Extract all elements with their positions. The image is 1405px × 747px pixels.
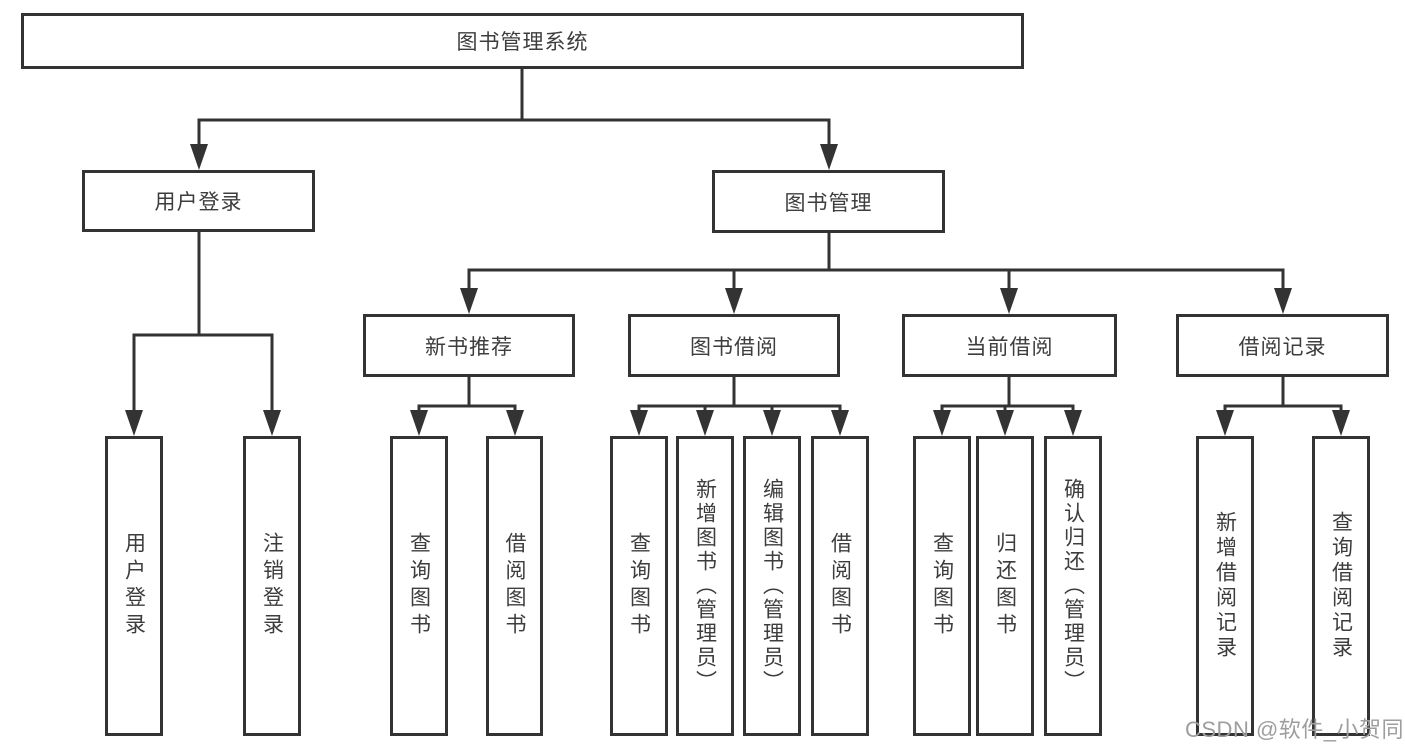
node-label: 确认归还（管理员） — [1061, 478, 1085, 694]
node-label: 查询借阅记录 — [1329, 511, 1353, 661]
csdn-watermark: CSDN @软件_小贺同学 — [1185, 717, 1405, 742]
node-leaf-user-login: 用户登录 — [105, 436, 163, 736]
node-leaf-edit-books-admin: 编辑图书（管理员） — [743, 436, 801, 736]
node-label: 查询图书 — [407, 532, 431, 640]
node-label: 用户登录 — [154, 191, 243, 214]
node-label: 新增图书（管理员） — [693, 478, 717, 694]
arrowheads — [125, 144, 1350, 436]
node-leaf-borrow-books-recommend: 借阅图书 — [486, 436, 543, 736]
node-new-book-recommendation: 新书推荐 — [363, 314, 575, 377]
node-leaf-logout: 注销登录 — [243, 436, 301, 736]
node-label: 图书管理 — [784, 191, 873, 215]
node-leaf-add-books-admin: 新增图书（管理员） — [676, 436, 734, 736]
node-leaf-borrow-books: 借阅图书 — [811, 436, 869, 736]
node-leaf-add-borrow-record: 新增借阅记录 — [1196, 436, 1254, 736]
node-label: 新增借阅记录 — [1213, 511, 1237, 661]
node-label: 查询图书 — [930, 532, 954, 640]
node-current-borrowing: 当前借阅 — [902, 314, 1117, 377]
node-leaf-query-books-borrowing: 查询图书 — [610, 436, 668, 736]
node-root-library-management-system: 图书管理系统 — [21, 13, 1024, 69]
node-borrowing-records: 借阅记录 — [1176, 314, 1389, 377]
node-leaf-query-books-current: 查询图书 — [913, 436, 971, 736]
node-label: 图书借阅 — [690, 335, 778, 359]
node-leaf-query-books-recommend: 查询图书 — [390, 436, 448, 736]
node-user-login: 用户登录 — [82, 170, 315, 232]
node-book-management: 图书管理 — [712, 170, 945, 233]
node-label: 借阅图书 — [828, 532, 852, 640]
node-label: 归还图书 — [993, 532, 1017, 640]
node-label: 注销登录 — [260, 532, 284, 640]
node-book-borrowing: 图书借阅 — [628, 314, 840, 377]
node-label: 当前借阅 — [965, 335, 1054, 359]
node-label: 用户登录 — [122, 532, 146, 640]
node-leaf-query-borrow-record: 查询借阅记录 — [1312, 436, 1370, 736]
node-label: 编辑图书（管理员） — [760, 478, 784, 694]
node-label: 图书管理系统 — [456, 31, 589, 54]
node-leaf-return-books: 归还图书 — [976, 436, 1034, 736]
node-label: 查询图书 — [627, 532, 651, 640]
node-leaf-confirm-return-admin: 确认归还（管理员） — [1044, 436, 1102, 736]
node-label: 借阅记录 — [1238, 335, 1327, 359]
node-label: 借阅图书 — [503, 532, 526, 640]
node-label: 新书推荐 — [425, 335, 513, 359]
